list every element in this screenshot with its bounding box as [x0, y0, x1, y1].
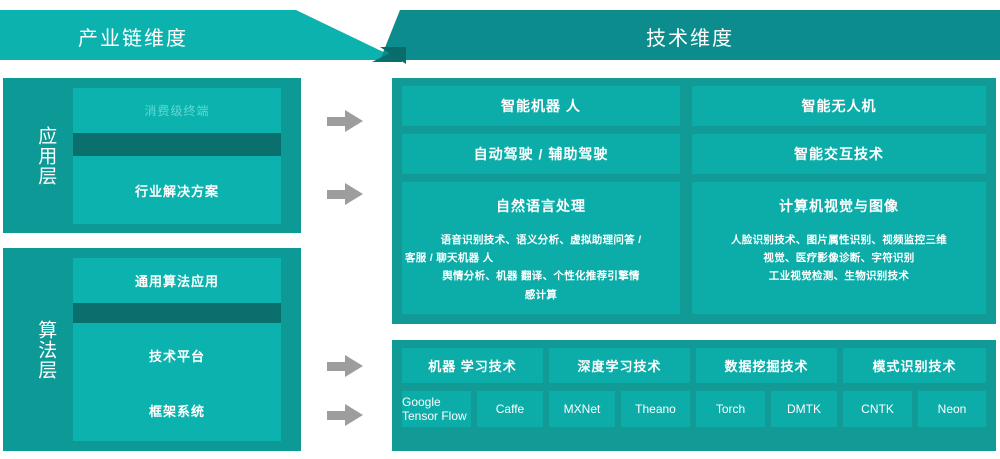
framework-item-theano[interactable]: Theano — [621, 391, 690, 427]
framework-category-deep-learning[interactable]: 深度学习技术 — [549, 348, 690, 383]
tech-card-nlp-title: 自然语言处理 — [496, 198, 586, 214]
layer-label-application-text: 应用层 — [35, 125, 57, 186]
arrow-shaft — [327, 190, 347, 199]
framework-category-data-mining[interactable]: 数据挖掘技术 — [696, 348, 837, 383]
framework-item-dmtk[interactable]: DMTK — [771, 391, 837, 427]
divider-band-application — [73, 133, 281, 156]
tech-card-cv-line-2: 视觉、医疗影像诊断、字符识别 — [763, 251, 915, 264]
tech-card-intelligent-interaction[interactable]: 智能交互技术 — [692, 134, 986, 174]
banner-technology: 技术维度 — [380, 10, 1000, 60]
tech-card-computer-vision-title: 计算机视觉与图像 — [779, 198, 899, 214]
arrow-right-icon-1 — [327, 110, 363, 132]
arrow-right-icon-4 — [327, 404, 363, 426]
framework-item-google-tensorflow[interactable]: Google Tensor Flow — [402, 391, 471, 427]
tech-card-intelligent-drone[interactable]: 智能无人机 — [692, 86, 986, 126]
framework-item-caffe[interactable]: Caffe — [477, 391, 543, 427]
framework-category-machine-learning[interactable]: 机器 学习技术 — [402, 348, 543, 383]
tech-card-intelligent-robot[interactable]: 智能机器 人 — [402, 86, 680, 126]
banner-industry-chain: 产业链维度 — [0, 10, 400, 60]
arrow-head — [345, 110, 363, 132]
arrow-right-icon-2 — [327, 183, 363, 205]
tech-card-nlp-line-2: 客服 / 聊天机器 人 — [405, 251, 494, 264]
divider-band-algorithm — [73, 303, 281, 323]
card-framework-system[interactable]: 框架系统 — [148, 403, 205, 419]
layer-label-application: 应用层 — [17, 78, 73, 233]
card-general-algorithm[interactable]: 通用算法应用 — [73, 258, 281, 303]
card-tech-platform[interactable]: 技术平台 — [148, 348, 205, 364]
framework-item-neon[interactable]: Neon — [918, 391, 986, 427]
banner-technology-label: 技术维度 — [646, 28, 734, 50]
card-consumer-terminal[interactable]: 消费级终端 — [73, 88, 281, 133]
arrow-right-icon-3 — [327, 355, 363, 377]
framework-item-cntk[interactable]: CNTK — [843, 391, 912, 427]
tech-card-nlp-line-1: 语音识别技术、语义分析、虚拟助理问答 / — [440, 233, 642, 246]
tech-card-autonomous-driving[interactable]: 自动驾驶 / 辅助驾驶 — [402, 134, 680, 174]
framework-item-torch[interactable]: Torch — [696, 391, 765, 427]
banner-industry-chain-label: 产业链维度 — [78, 28, 188, 50]
tech-card-nlp-line-4: 感计算 — [524, 288, 558, 301]
arrow-head — [345, 404, 363, 426]
tech-card-nlp[interactable]: 自然语言处理 语音识别技术、语义分析、虚拟助理问答 / 客服 / 聊天机器 人 … — [402, 182, 680, 314]
card-industry-solution[interactable]: 行业解决方案 — [73, 156, 281, 224]
framework-category-pattern-recognition[interactable]: 模式识别技术 — [843, 348, 986, 383]
card-platform-group — [73, 323, 281, 441]
arrow-shaft — [327, 411, 347, 420]
arrow-shaft — [327, 117, 347, 126]
arrow-shaft — [327, 362, 347, 371]
tech-card-computer-vision[interactable]: 计算机视觉与图像 人脸识别技术、图片属性识别、视频监控三维 视觉、医疗影像诊断、… — [692, 182, 986, 314]
layer-label-algorithm: 算法层 — [17, 248, 73, 451]
tech-card-cv-line-1: 人脸识别技术、图片属性识别、视频监控三维 — [731, 233, 947, 246]
tech-card-nlp-line-3: 舆情分析、机器 翻译、个性化推荐引擎情 — [442, 270, 640, 283]
layer-label-algorithm-text: 算法层 — [35, 319, 57, 380]
arrow-head — [345, 183, 363, 205]
arrow-head — [345, 355, 363, 377]
framework-item-mxnet[interactable]: MXNet — [549, 391, 615, 427]
tech-card-cv-line-3: 工业视觉检测、生物识别技术 — [768, 270, 910, 283]
